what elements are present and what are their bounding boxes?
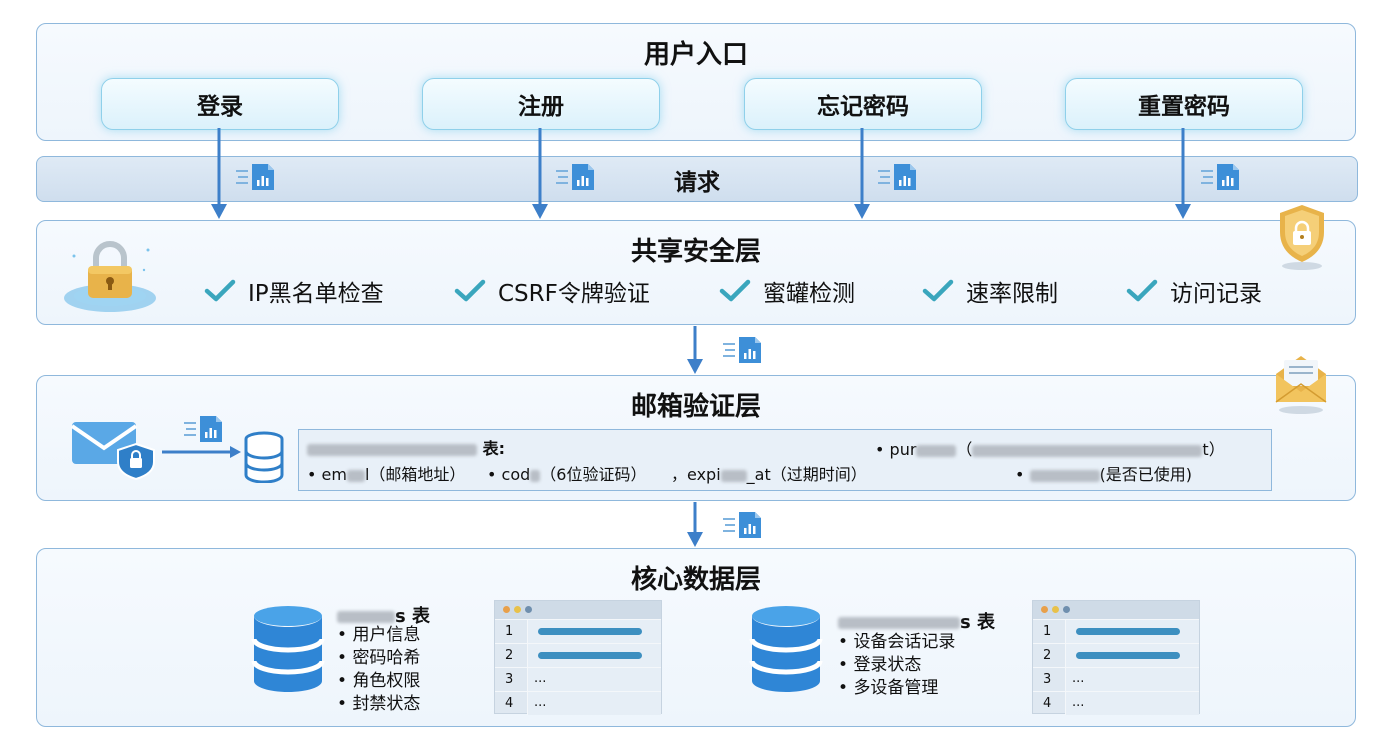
list-item: 密码哈希 (337, 647, 420, 670)
users-table-preview: 1 2 3... 4... (494, 600, 662, 715)
document-chart-icon (723, 512, 761, 538)
row-number: 4 (505, 696, 514, 711)
check-icon (719, 279, 751, 302)
field-code: • cod（6位验证码） (487, 465, 647, 484)
check-ip-blacklist: IP黑名单检查 (204, 274, 384, 308)
list-item: 角色权限 (337, 670, 420, 693)
check-access-log: 访问记录 (1126, 274, 1262, 308)
check-icon (204, 279, 236, 302)
field-expires: ，expi _at（过期时间） (671, 461, 867, 485)
check-icon (1126, 279, 1158, 302)
database-icon (251, 606, 325, 692)
flow-arrow-icon (162, 446, 241, 458)
table-row: 1 (1033, 619, 1199, 643)
email-table-name: 表: (307, 435, 505, 459)
users-table-items: 用户信息 密码哈希 角色权限 封禁状态 (337, 624, 420, 716)
field-purpose-prefix: pur (889, 440, 917, 459)
core-data-title: 核心数据层 (630, 565, 761, 595)
users-table-suffix: s 表 (395, 606, 430, 627)
register-button[interactable]: 注册 (422, 78, 660, 130)
row-number: 4 (1043, 696, 1052, 711)
row-number: 2 (505, 648, 514, 663)
window-dots (495, 601, 661, 619)
reset-password-button[interactable]: 重置密码 (1065, 78, 1303, 130)
document-chart-icon (723, 337, 761, 363)
field-email-prefix: em (321, 465, 347, 484)
row-number: 2 (1043, 648, 1052, 663)
users-table-title: s 表 (337, 602, 430, 628)
request-label: 请求 (674, 170, 720, 196)
table-row: 4... (1033, 691, 1199, 715)
check-icon (454, 279, 486, 302)
row-ellipsis: ... (1072, 671, 1085, 686)
field-code-suffix: （6位验证码） (540, 465, 647, 484)
list-item: 登录状态 (838, 654, 955, 677)
document-chart-icon (878, 164, 916, 190)
check-label: CSRF令牌验证 (498, 281, 650, 307)
check-label: 访问记录 (1170, 281, 1262, 307)
table-row: 3... (1033, 667, 1199, 691)
field-used: • (是否已使用) (1015, 465, 1193, 484)
document-chart-icon (1201, 164, 1239, 190)
shield-lock-icon (1280, 205, 1324, 270)
field-purpose-suffix: t） (1202, 440, 1225, 459)
lock-icon (64, 241, 156, 312)
table-row: 3... (495, 667, 661, 691)
row-number: 1 (1043, 624, 1052, 639)
security-layer-title: 共享安全层 (630, 237, 761, 267)
list-item: 设备会话记录 (838, 631, 955, 654)
list-item: 多设备管理 (838, 677, 955, 700)
table-row: 2 (1033, 643, 1199, 667)
list-item: 封禁状态 (337, 693, 420, 716)
sessions-table-preview: 1 2 3... 4... (1032, 600, 1200, 715)
field-purpose-mid: （ (956, 440, 973, 459)
table-row: 4... (495, 691, 661, 715)
table-row: 1 (495, 619, 661, 643)
check-rate-limit: 速率限制 (922, 274, 1058, 308)
field-email-suffix: l（邮箱地址） (364, 465, 466, 484)
row-ellipsis: ... (534, 695, 547, 710)
email-table-suffix: 表: (482, 439, 505, 458)
field-expires-prefix: ，expi (671, 465, 721, 484)
row-number: 1 (505, 624, 514, 639)
sessions-table-suffix: s 表 (960, 612, 995, 633)
row-number: 3 (1043, 672, 1052, 687)
row-ellipsis: ... (534, 671, 547, 686)
list-item: 用户信息 (337, 624, 420, 647)
document-chart-icon (236, 164, 274, 190)
document-chart-icon (184, 416, 222, 442)
user-entry-title: 用户入口 (643, 40, 748, 70)
sessions-table-items: 设备会话记录 登录状态 多设备管理 (838, 631, 955, 700)
database-icon (749, 606, 823, 692)
document-chart-icon (556, 164, 594, 190)
window-dots (1033, 601, 1199, 619)
check-honeypot: 蜜罐检测 (719, 274, 855, 308)
field-used-suffix: (是否已使用) (1099, 465, 1193, 484)
forgot-password-button[interactable]: 忘记密码 (744, 78, 982, 130)
envelope-shield-icon (70, 422, 155, 480)
check-icon (922, 279, 954, 302)
row-ellipsis: ... (1072, 695, 1085, 710)
envelope-icon (1275, 356, 1327, 414)
sessions-table-title: s 表 (838, 608, 995, 634)
row-number: 3 (505, 672, 514, 687)
database-icon (244, 431, 284, 483)
field-expires-suffix: _at（过期时间） (746, 465, 867, 484)
check-label: 蜜罐检测 (763, 281, 855, 307)
field-code-prefix: cod (501, 465, 531, 484)
email-layer-title: 邮箱验证层 (630, 392, 761, 422)
security-layer-panel: 共享安全层 (36, 220, 1356, 325)
check-label: 速率限制 (966, 281, 1058, 307)
check-label: IP黑名单检查 (248, 281, 384, 307)
table-row: 2 (495, 643, 661, 667)
field-purpose: • pur（t） (875, 440, 1225, 459)
check-csrf-token: CSRF令牌验证 (454, 274, 650, 308)
